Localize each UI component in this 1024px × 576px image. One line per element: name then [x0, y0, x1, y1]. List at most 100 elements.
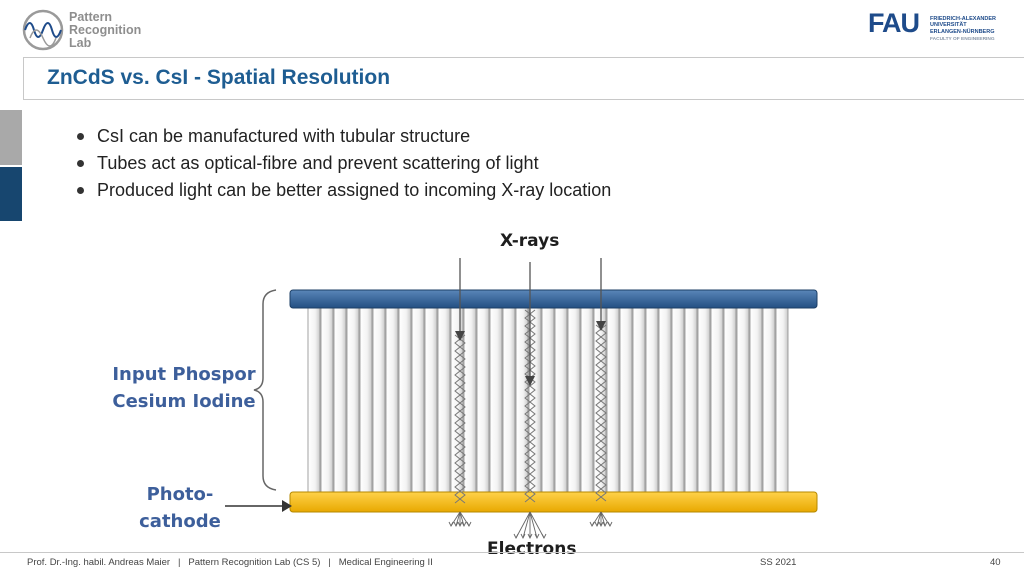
csi-tube [723, 307, 737, 493]
csi-tube [424, 307, 438, 493]
footer-term: SS 2021 [760, 557, 797, 568]
electron-fan-group [448, 511, 613, 540]
electron-ray-arrowhead [598, 521, 604, 528]
csi-tube [411, 307, 425, 493]
lab-logo-line2: Recognition [69, 23, 142, 37]
slide-title: ZnCdS vs. CsI - Spatial Resolution [47, 66, 391, 89]
fau-logo-line2: UNIVERSITÄT [930, 22, 967, 29]
csi-tube [684, 307, 698, 493]
csi-tube [606, 307, 620, 493]
csi-tube [398, 307, 412, 493]
csi-tube [710, 307, 724, 493]
side-tab-blue [0, 167, 22, 221]
xray-arrow-group [455, 258, 606, 386]
bullet-dot-icon [77, 160, 84, 167]
csi-tube [437, 307, 451, 493]
csi-tube [463, 307, 477, 493]
csi-tube [697, 307, 711, 493]
electron-ray [529, 511, 538, 539]
csi-tube [554, 307, 568, 493]
electron-ray-arrowhead [448, 521, 454, 528]
fau-logo-line1: FRIEDRICH-ALEXANDER [930, 16, 996, 22]
fau-logo-line3: ERLANGEN-NÜRNBERG [930, 28, 995, 35]
bullet-dot-icon [77, 133, 84, 140]
electrons-label: Electrons [487, 539, 577, 559]
light-zigzag-path [595, 324, 607, 502]
csi-tube [645, 307, 659, 493]
fau-logo-faculty: FACULTY OF ENGINEERING [930, 37, 995, 42]
csi-tube [333, 307, 347, 493]
footer-divider [0, 552, 1024, 553]
photocathode-label: Photo- cathode [128, 481, 232, 535]
footer-credits: Prof. Dr.-Ing. habil. Andreas Maier | Pa… [27, 557, 433, 568]
footer-course: Medical Engineering II [338, 557, 433, 568]
csi-tube [372, 307, 386, 493]
csi-tube [619, 307, 633, 493]
electron-ray-arrowhead [457, 521, 463, 528]
bullet-item: Tubes act as optical-fibre and prevent s… [75, 150, 611, 177]
electron-ray-arrowhead [589, 521, 595, 528]
electron-ray-arrowhead [607, 521, 613, 528]
electron-ray-arrowhead [594, 521, 600, 528]
side-tab-gray [0, 110, 22, 165]
electron-ray-arrowhead [453, 521, 459, 528]
electron-ray-arrowhead [461, 521, 467, 528]
xray-arrowhead [455, 331, 465, 341]
bullet-text: CsI can be manufactured with tubular str… [97, 126, 471, 146]
csi-tube [541, 307, 555, 493]
electron-ray-arrowhead [534, 533, 540, 540]
light-zigzag-path [454, 334, 466, 504]
light-zigzag-path [595, 324, 607, 502]
input-phosphor-plate [289, 289, 818, 309]
input-phosphor-label-line2: Cesium Iodine [112, 391, 256, 412]
light-path-group [454, 309, 607, 504]
page-number: 40 [990, 557, 1001, 568]
lab-logo-line1: Pattern [69, 10, 113, 24]
xray-arrowhead [525, 376, 535, 386]
photocathode-label-line2: cathode [139, 511, 221, 532]
footer-lab: Pattern Recognition Lab (CS 5) [188, 557, 321, 568]
csi-tube [359, 307, 373, 493]
bullet-text: Produced light can be better assigned to… [97, 180, 612, 200]
bullet-item: CsI can be manufactured with tubular str… [75, 123, 611, 150]
fau-logo: FAU FRIEDRICH-ALEXANDER UNIVERSITÄT ERLA… [868, 6, 1008, 46]
csi-tube [489, 307, 503, 493]
csi-tube [320, 307, 334, 493]
csi-tube [632, 307, 646, 493]
photocathode-label-line1: Photo- [146, 484, 214, 505]
electron-ray-arrowhead [520, 533, 526, 540]
footer-separator: | [178, 557, 181, 568]
electron-ray-arrowhead [527, 533, 533, 540]
fau-logo-letters: FAU [868, 8, 920, 38]
csi-tube [502, 307, 516, 493]
footer-separator: | [328, 557, 331, 568]
xrays-label: X-rays [500, 231, 560, 251]
csi-tube [736, 307, 750, 493]
phosphor-brace [253, 289, 277, 491]
lab-logo-line3: Lab [69, 36, 92, 50]
electron-ray-arrowhead [541, 533, 547, 540]
bullet-dot-icon [77, 187, 84, 194]
lab-logo-icon [22, 9, 64, 51]
csi-tube [307, 307, 321, 493]
csi-tube [775, 307, 789, 493]
csi-tube [528, 307, 542, 493]
pattern-recognition-lab-logo: Pattern Recognition Lab [22, 8, 182, 54]
electron-ray-arrowhead [602, 521, 608, 528]
bullet-item: Produced light can be better assigned to… [75, 177, 611, 204]
input-phosphor-label: Input Phospor Cesium Iodine [104, 361, 264, 415]
light-zigzag-path [524, 309, 536, 503]
csi-tube [580, 307, 594, 493]
csi-tube [385, 307, 399, 493]
bullet-text: Tubes act as optical-fibre and prevent s… [97, 153, 539, 173]
input-phosphor-label-line1: Input Phospor [112, 364, 256, 385]
csi-tube [762, 307, 776, 493]
footer-author: Prof. Dr.-Ing. habil. Andreas Maier [27, 557, 171, 568]
title-frame [23, 57, 1024, 100]
light-zigzag-path [524, 309, 536, 503]
electron-ray-arrowhead [513, 533, 519, 540]
csi-tube [346, 307, 360, 493]
photocathode-pointer-arrowhead [282, 500, 292, 512]
electron-ray [522, 511, 531, 539]
csi-tube [567, 307, 581, 493]
